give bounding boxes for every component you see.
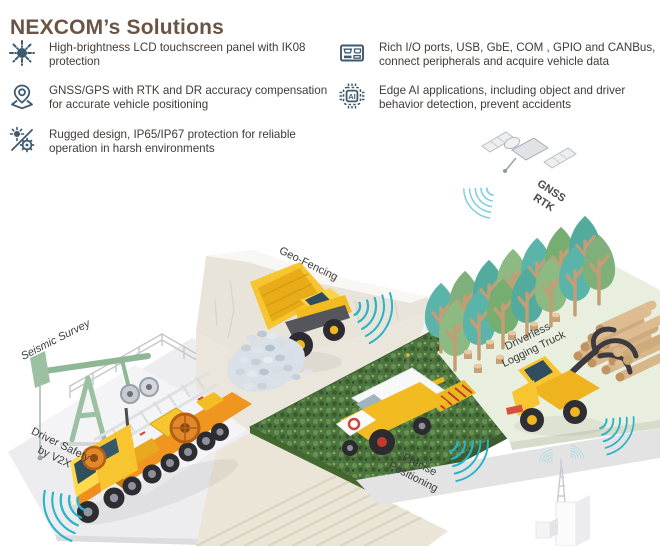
feature-text: High-brightness LCD touchscreen panel wi… <box>49 41 306 69</box>
gravel-pile <box>220 330 313 407</box>
ai-chip-label: AI <box>348 92 356 101</box>
satellite <box>457 131 577 224</box>
page-title: NEXCOM’s Solutions <box>10 16 224 40</box>
logging-road <box>356 428 660 505</box>
feature-text: GNSS/GPS with RTK and DR accuracy compen… <box>49 84 328 112</box>
brightness-icon <box>9 40 35 66</box>
feature-list-right: Rich I/O ports, USB, GbE, COM , GPIO and… <box>338 39 658 113</box>
feature-text: Rugged design, IP65/IP67 protection for … <box>49 127 296 155</box>
pumpjack <box>30 351 159 461</box>
gnss-pin-icon <box>11 84 33 110</box>
base-station <box>535 442 590 546</box>
io-ports-icon <box>340 44 364 62</box>
feature-gnss: GNSS/GPS with RTK and DR accuracy compen… <box>8 82 332 112</box>
feature-list-left: High-brightness LCD touchscreen panel wi… <box>8 39 332 156</box>
rugged-icon <box>9 126 35 152</box>
forest-plane <box>437 258 660 450</box>
drilling-truck <box>70 370 252 525</box>
feature-lcd: High-brightness LCD touchscreen panel wi… <box>8 39 332 69</box>
dump-truck <box>250 262 352 373</box>
combine-harvester <box>336 353 476 465</box>
feature-io: Rich I/O ports, USB, GbE, COM , GPIO and… <box>338 39 658 69</box>
feature-text: Edge AI applications, including object a… <box>379 84 626 112</box>
feature-ai: AI Edge AI applications, including objec… <box>338 82 658 112</box>
feature-text: Rich I/O ports, USB, GbE, COM , GPIO and… <box>379 41 656 69</box>
feature-rugged: Rugged design, IP65/IP67 protection for … <box>8 126 332 156</box>
log-loader <box>506 326 639 436</box>
ai-chip-icon: AI <box>339 83 365 109</box>
signal-satellite <box>457 176 504 224</box>
